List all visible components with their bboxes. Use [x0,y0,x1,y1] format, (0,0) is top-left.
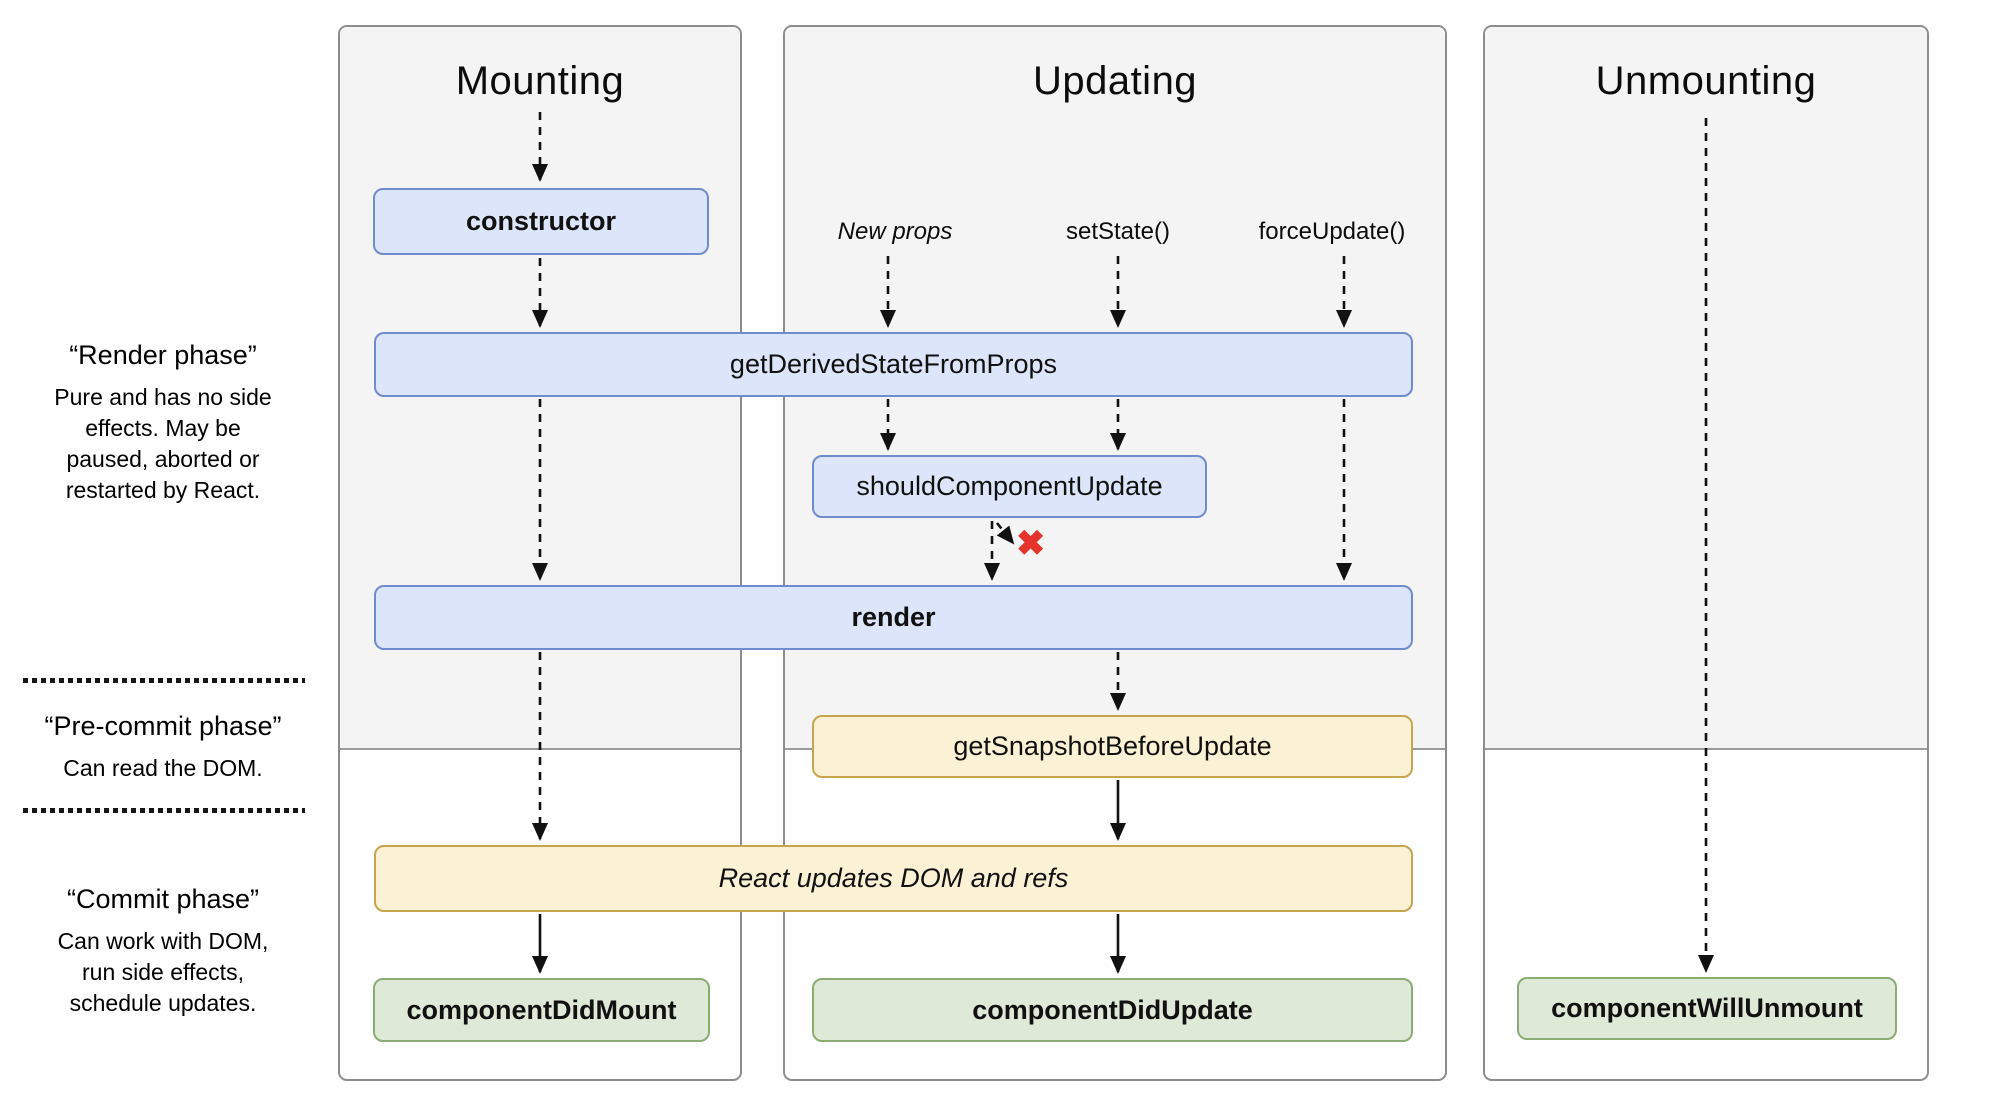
pre-commit-phase-line: Can read the DOM. [63,755,263,781]
commit-phase-title: “Commit phase” [66,884,260,914]
unmounting-column-title: Unmounting [1595,59,1817,103]
commit-phase-note: “Commit phase” Can work with DOM, run si… [10,884,316,1019]
react-updates-dom-box: React updates DOM and refs [374,845,1413,912]
commit-phase-line: run side effects, [82,959,244,985]
update-rejected-x-icon: ✖ [1016,524,1046,563]
getsnapshotbeforeupdate-box[interactable]: getSnapshotBeforeUpdate [812,715,1413,778]
updating-column: Updating [783,25,1447,1081]
getderivedstatefromprops-box[interactable]: getDerivedStateFromProps [374,332,1413,397]
mounting-column: Mounting [338,25,742,1081]
unmounting-column: Unmounting [1483,25,1929,1081]
phase-divider-bottom [23,808,305,813]
trigger-new-props: New props [837,218,953,245]
componentdidmount-box[interactable]: componentDidMount [373,978,710,1042]
mounting-column-title: Mounting [455,59,625,103]
render-box[interactable]: render [374,585,1413,650]
render-phase-line: Pure and has no side [54,384,272,410]
render-phase-note: “Render phase” Pure and has no side effe… [10,340,316,506]
shouldcomponentupdate-box[interactable]: shouldComponentUpdate [812,455,1207,518]
render-phase-line: paused, aborted or [66,446,260,472]
trigger-forceupdate[interactable]: forceUpdate() [1258,218,1406,245]
commit-phase-line: schedule updates. [69,990,257,1016]
render-phase-title: “Render phase” [69,340,257,370]
commit-phase-line: Can work with DOM, [57,928,269,954]
trigger-setstate[interactable]: setState() [1065,218,1171,245]
phase-divider-top [23,678,305,683]
pre-commit-phase-note: “Pre-commit phase” Can read the DOM. [10,711,316,784]
constructor-box[interactable]: constructor [373,188,709,255]
unmounting-render-phase-area [1485,27,1927,750]
render-phase-line: restarted by React. [65,477,261,503]
componentwillunmount-box[interactable]: componentWillUnmount [1517,977,1897,1040]
componentdidupdate-box[interactable]: componentDidUpdate [812,978,1413,1042]
updating-column-title: Updating [1032,59,1198,103]
pre-commit-phase-title: “Pre-commit phase” [44,711,282,741]
render-phase-line: effects. May be [85,415,241,441]
